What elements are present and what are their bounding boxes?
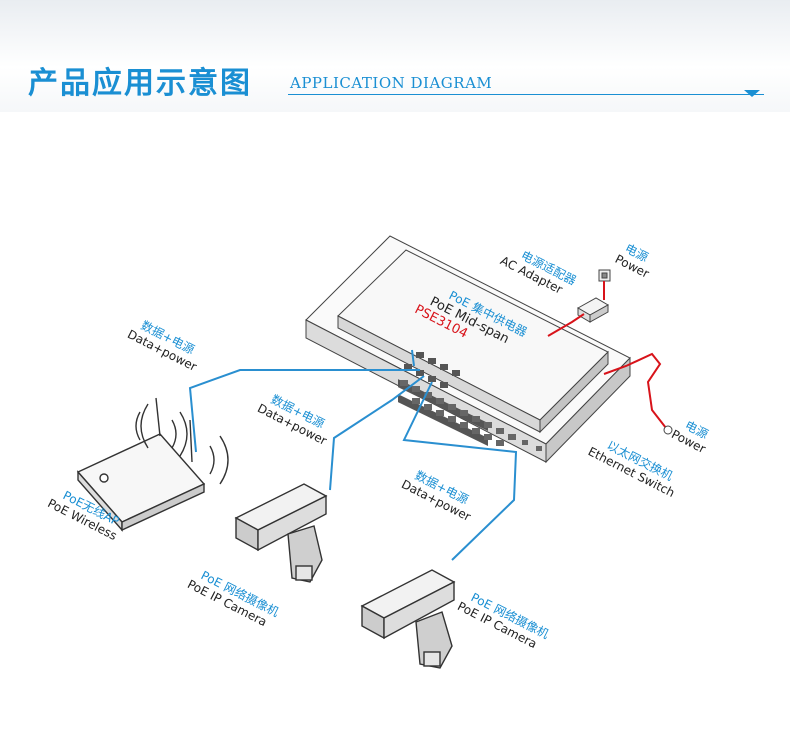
page-subtitle: APPLICATION DIAGRAM <box>290 74 493 92</box>
switch-power-cable <box>603 352 667 429</box>
label-data-power-1: 数据+电源 Data+power <box>125 317 199 374</box>
label-camera-2: PoE 网络摄像机 PoE IP Camera <box>455 589 552 651</box>
label-power-top: 电源 Power <box>613 241 652 281</box>
header-band <box>0 0 790 112</box>
midspan-ports <box>404 352 460 388</box>
ac-adapter <box>576 297 610 323</box>
label-data-power-2: 数据+电源 Data+power <box>255 391 329 448</box>
ip-camera-2 <box>360 569 456 669</box>
adapter-power-cable <box>547 281 605 337</box>
switch-port-grid <box>400 380 542 451</box>
wifi-signal-icon <box>135 403 229 485</box>
ip-camera-1 <box>234 483 328 583</box>
page-title: 产品应用示意图 <box>28 66 252 101</box>
power-plug-icon <box>663 425 673 435</box>
wall-outlet <box>598 269 611 282</box>
label-power-right: 电源 Power <box>669 418 710 456</box>
label-data-power-3: 数据+电源 Data+power <box>399 467 473 524</box>
label-ac-adapter: 电源适配器 AC Adapter <box>498 248 578 296</box>
poe-midspan <box>337 249 609 434</box>
label-camera-1: PoE 网络摄像机 PoE IP Camera <box>185 567 282 629</box>
wireless-ap <box>76 397 206 532</box>
chevron-down-icon <box>744 90 760 97</box>
data-power-cables <box>188 349 518 561</box>
title-rule <box>288 94 764 95</box>
label-switch: 以太网交换机 Ethernet Switch <box>586 437 677 500</box>
